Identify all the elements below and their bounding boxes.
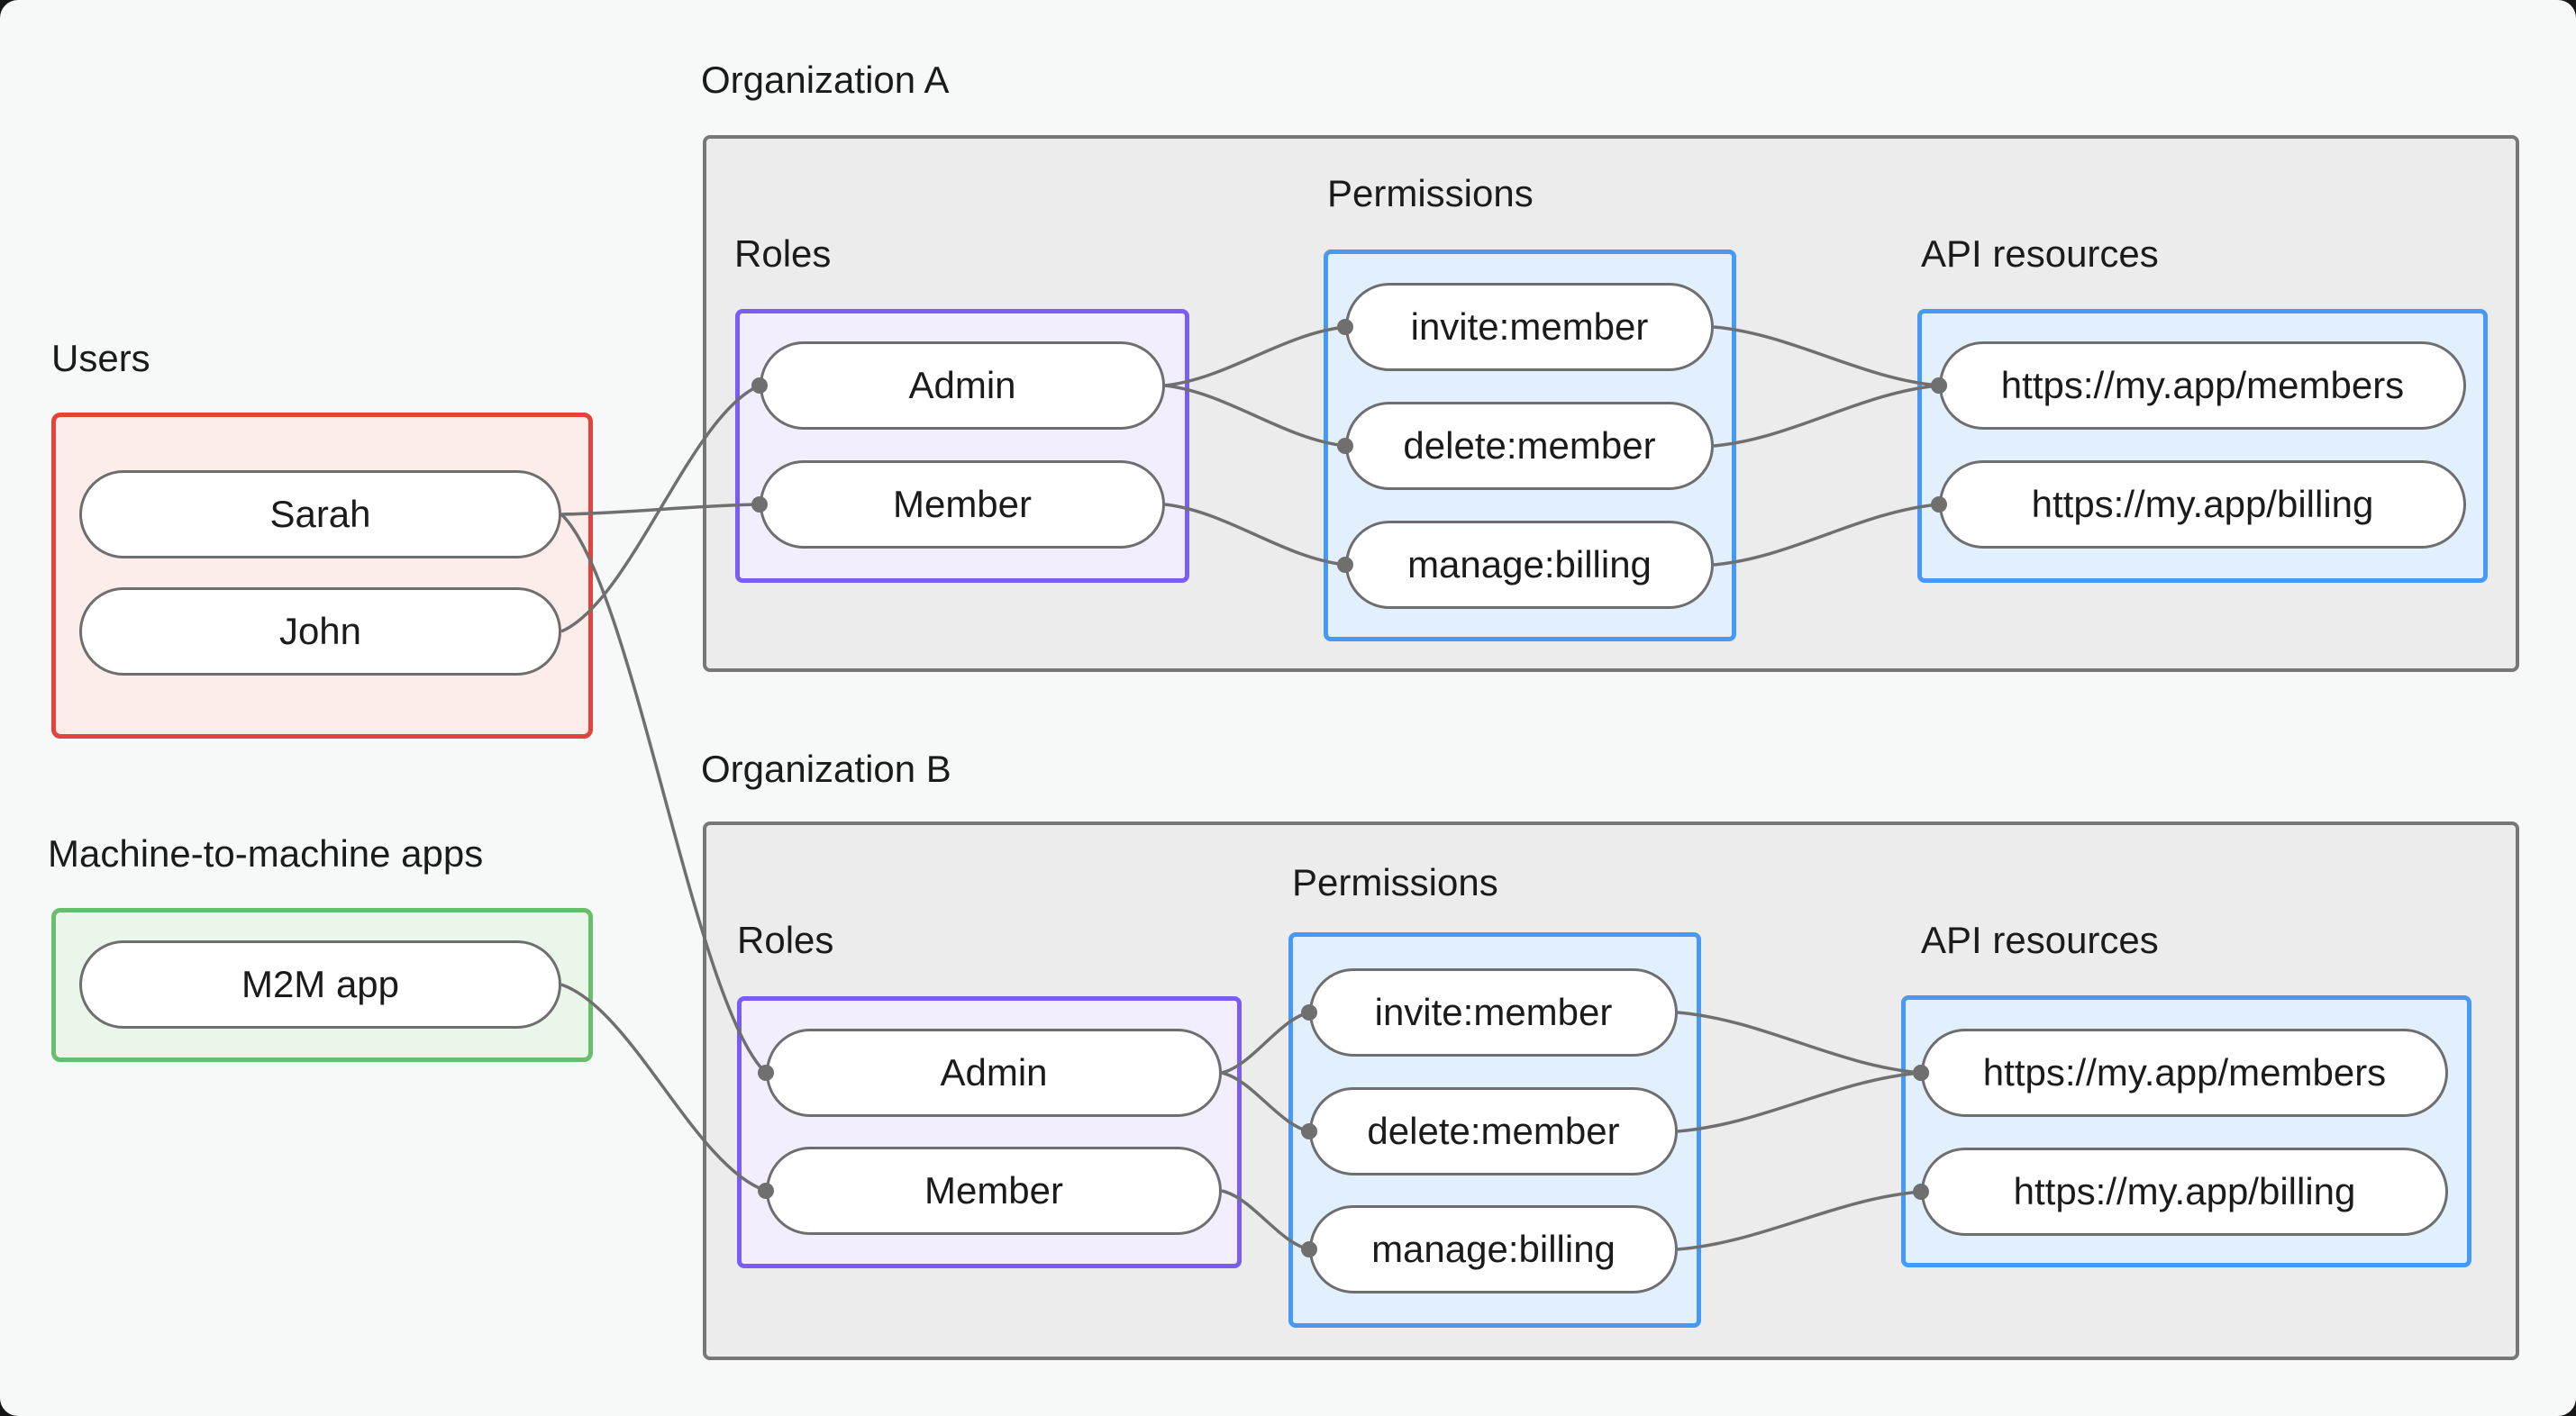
m2m-app-node: M2M app [79, 940, 561, 1029]
org-b-roles-label: Roles [737, 919, 834, 961]
users-group-box [51, 413, 593, 739]
role-node-member-b: Member [766, 1147, 1222, 1235]
role-node-admin-b: Admin [766, 1029, 1222, 1117]
users-section-label: Users [51, 337, 150, 379]
permission-node-manage-a: manage:billing [1345, 521, 1714, 609]
org-a-permissions-label: Permissions [1327, 172, 1534, 214]
permission-node-invite-a: invite:member [1345, 283, 1714, 371]
api-node-members-b: https://my.app/members [1921, 1029, 2448, 1117]
org-a-api-label: API resources [1921, 232, 2159, 275]
role-node-admin-a: Admin [760, 341, 1165, 430]
permission-node-delete-b: delete:member [1309, 1087, 1678, 1175]
api-node-billing-b: https://my.app/billing [1921, 1148, 2448, 1236]
org-a-label: Organization A [701, 59, 950, 101]
org-b-label: Organization B [701, 748, 951, 790]
m2m-section-label: Machine-to-machine apps [48, 832, 484, 875]
user-node-sarah: Sarah [79, 470, 561, 558]
permission-node-delete-a: delete:member [1345, 402, 1714, 490]
api-node-members-a: https://my.app/members [1939, 341, 2466, 430]
org-b-api-label: API resources [1921, 919, 2159, 961]
user-node-john: John [79, 587, 561, 676]
role-node-member-a: Member [760, 460, 1165, 549]
api-node-billing-a: https://my.app/billing [1939, 460, 2466, 549]
org-a-roles-label: Roles [734, 232, 832, 275]
permission-node-invite-b: invite:member [1309, 968, 1678, 1057]
org-b-permissions-label: Permissions [1292, 861, 1498, 903]
permission-node-manage-b: manage:billing [1309, 1205, 1678, 1293]
